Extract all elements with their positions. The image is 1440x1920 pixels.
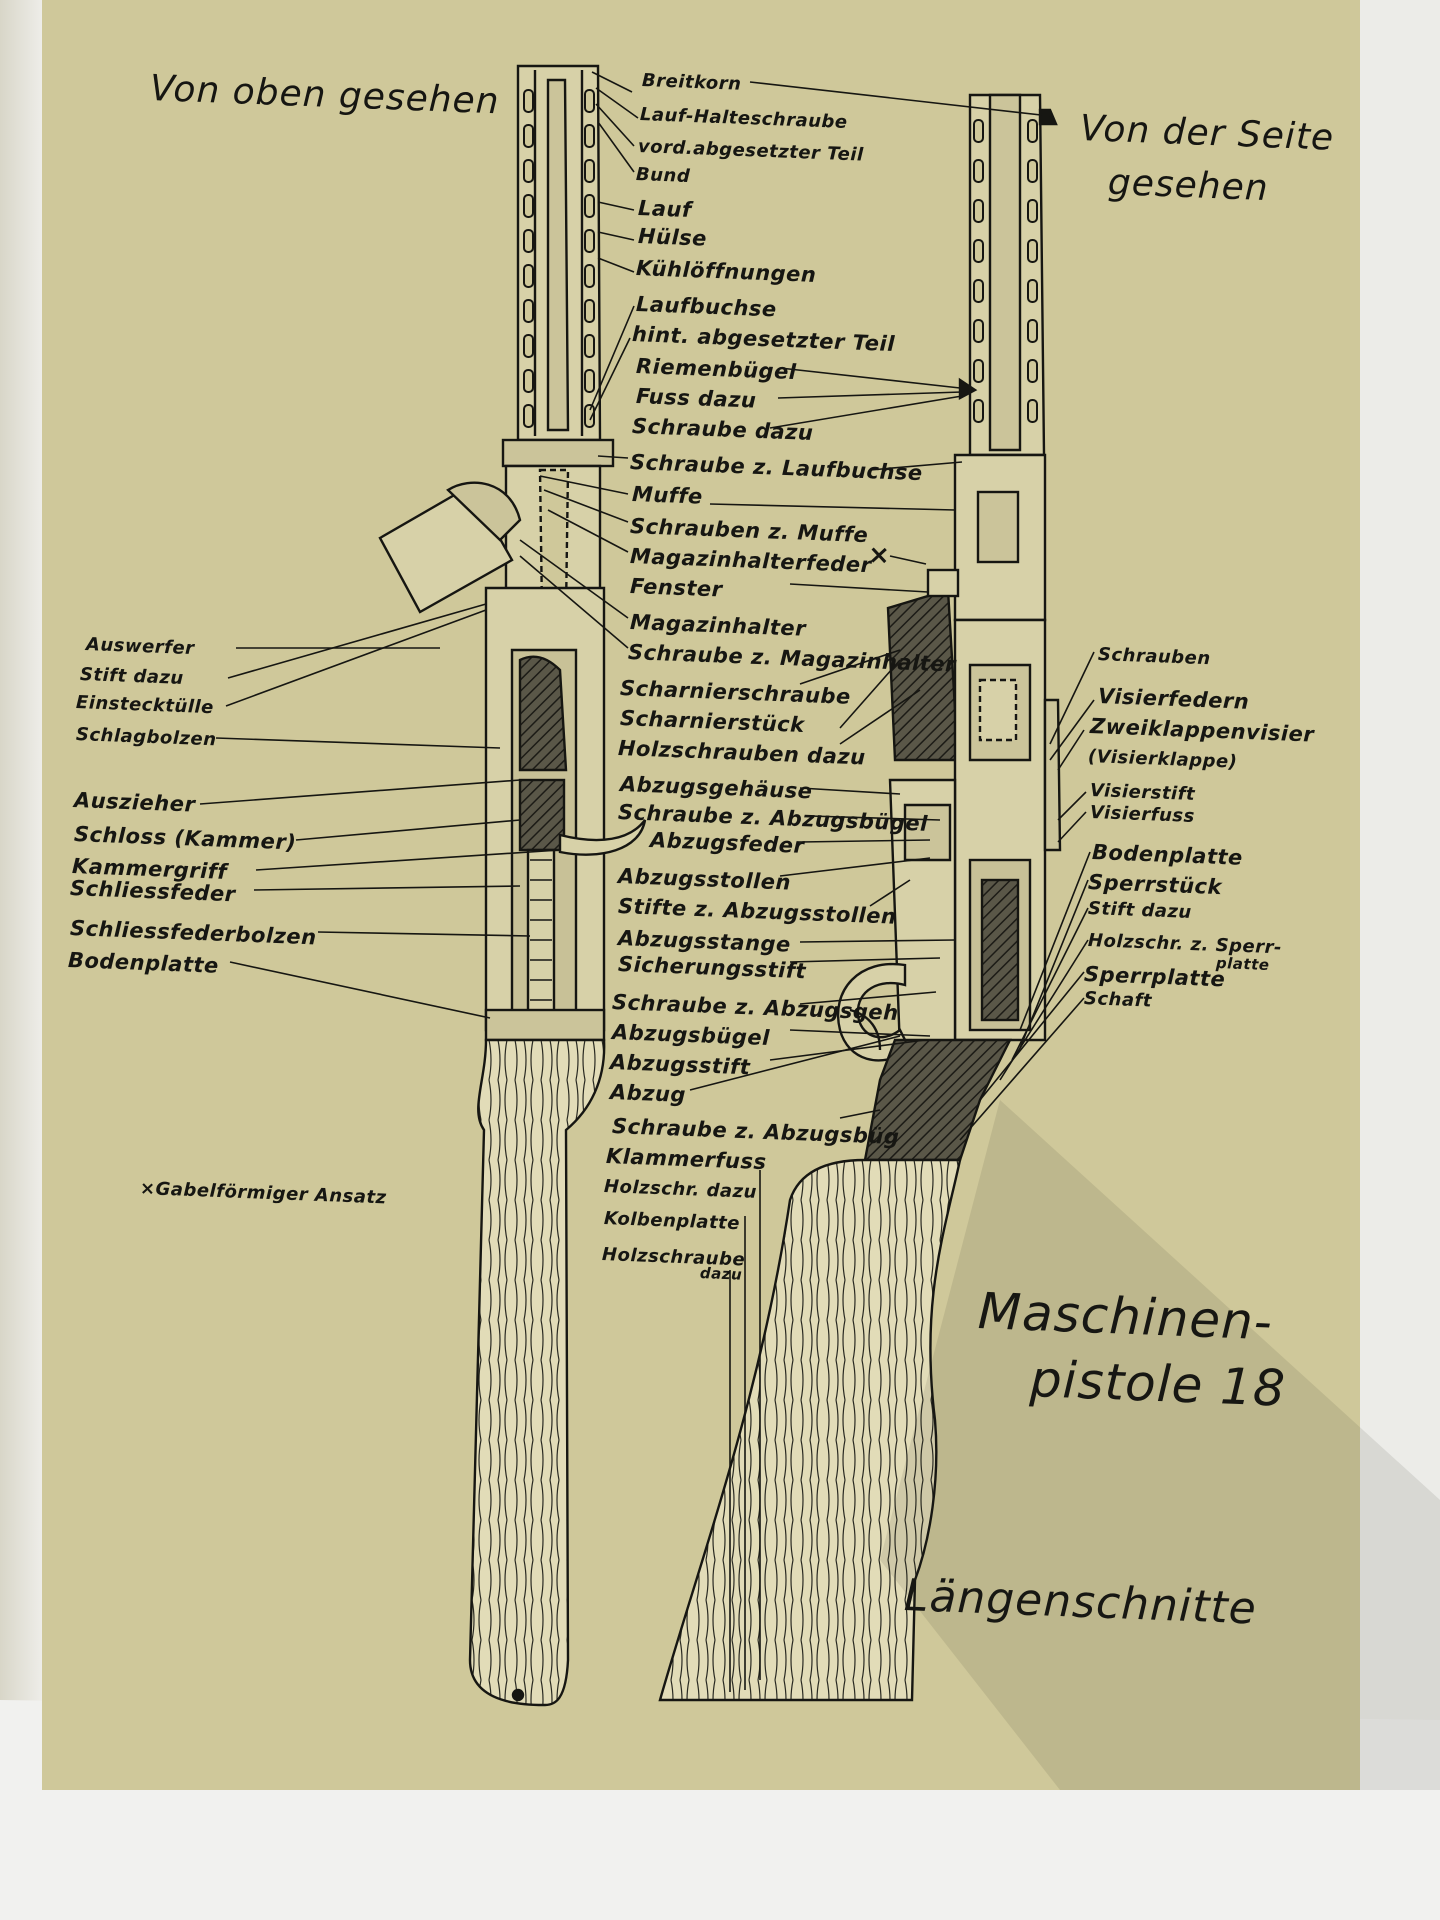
label-auszieher: Auszieher — [73, 788, 196, 817]
label-bund: Bund — [635, 164, 691, 188]
label-fenster: Fenster — [629, 574, 723, 602]
label-visierfuss: Visierfuss — [1089, 802, 1196, 828]
label-lauf: Lauf — [637, 196, 693, 223]
label-auswerfer: Auswerfer — [85, 634, 195, 660]
label-huelse: Hülse — [637, 224, 708, 251]
leader-lines — [199, 71, 1095, 1692]
top-view-drawing — [378, 64, 647, 1707]
side-view-heading-line2: gesehen — [1107, 162, 1270, 210]
label-sperrstueck: Sperrstück — [1087, 870, 1223, 900]
label-schaft: Schaft — [1083, 988, 1153, 1012]
label-visierstift: Visierstift — [1089, 780, 1196, 806]
title-line2: pistole 18 — [1028, 1350, 1287, 1418]
label-breitkorn: Breitkorn — [641, 70, 742, 95]
label-holzschraube-dazu: dazu — [699, 1264, 743, 1284]
label-abzug: Abzug — [609, 1080, 687, 1107]
side-view-drawing — [658, 93, 1062, 1702]
label-stift-dazu-right: Stift dazu — [1087, 898, 1193, 923]
label-stift-dazu-left: Stift dazu — [79, 664, 185, 689]
label-fuss-dazu: Fuss dazu — [635, 384, 757, 413]
label-schrauben: Schrauben — [1097, 644, 1212, 670]
label-muffe: Muffe — [631, 482, 704, 509]
title-line1: Maschinen- — [976, 1282, 1274, 1352]
book-page — [42, 0, 1360, 1790]
